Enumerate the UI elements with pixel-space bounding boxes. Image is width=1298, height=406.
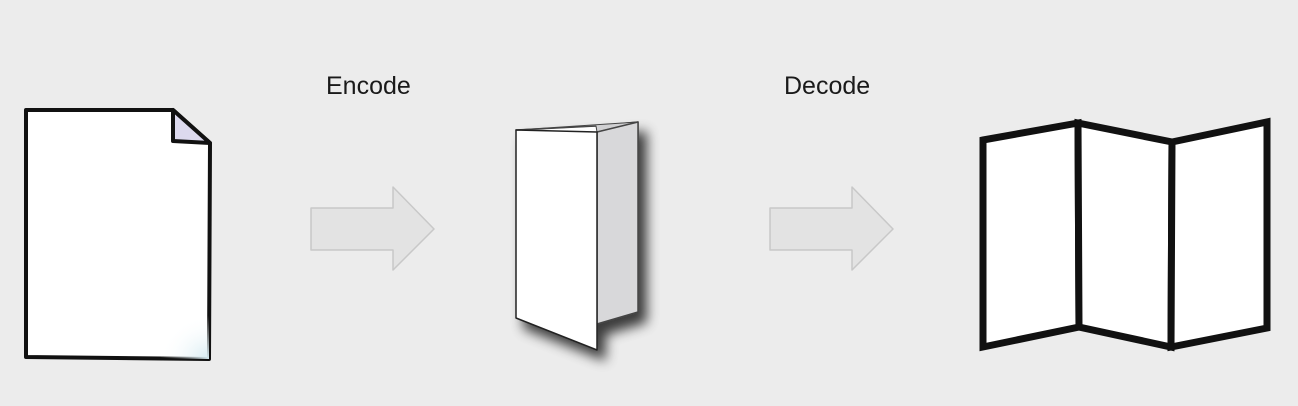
folded-brochure-icon	[515, 121, 639, 351]
encode-arrow-icon	[310, 186, 435, 271]
unfolded-map-icon	[979, 117, 1271, 352]
decode-label: Decode	[784, 72, 871, 100]
encode-label: Encode	[326, 72, 411, 100]
decode-arrow-icon	[769, 186, 894, 271]
document-icon	[24, 108, 212, 361]
